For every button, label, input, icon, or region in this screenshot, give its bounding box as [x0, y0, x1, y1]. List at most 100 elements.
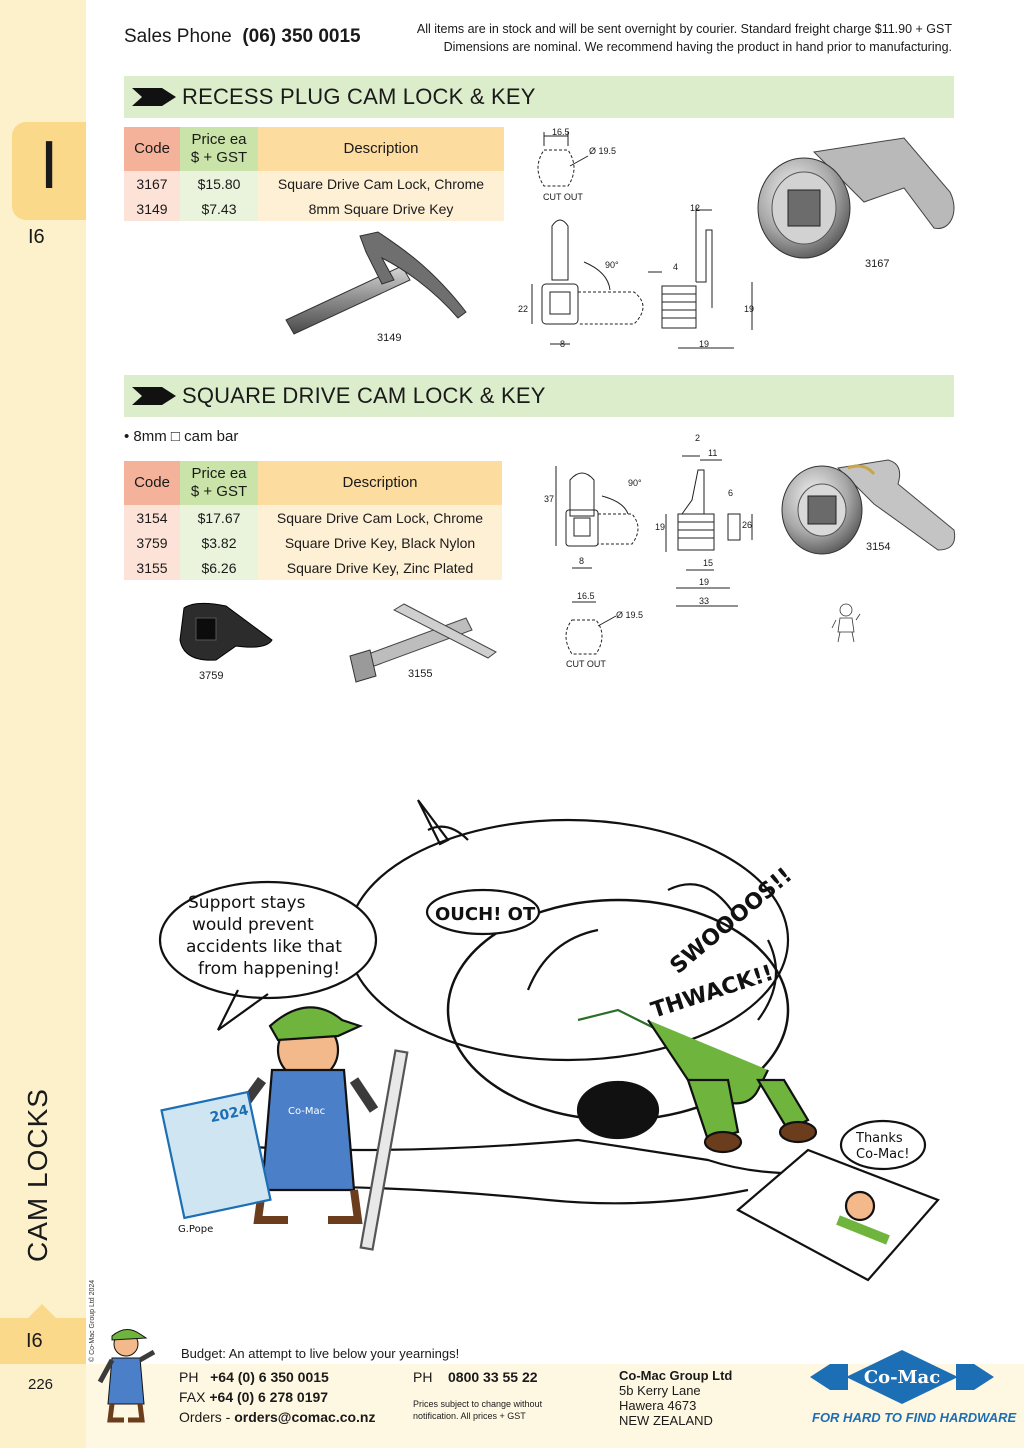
mascot-icon	[97, 1329, 156, 1423]
price-table-recess-plug: Code Price ea $ + GST Description 3167 $…	[124, 127, 504, 221]
key-label: 3149	[377, 332, 402, 344]
address-line: NEW ZEALAND	[619, 1413, 713, 1428]
dim-label: 19	[699, 577, 710, 587]
fax-number[interactable]: +64 (0) 6 278 0197	[209, 1389, 329, 1405]
header-note-line1: All items are in stock and will be sent …	[416, 22, 952, 36]
dim-label: 26	[742, 520, 753, 530]
feature-bullet: • 8mm □ cam bar	[124, 428, 239, 445]
pricing-note: Prices subject to change without notific…	[413, 1398, 542, 1422]
page-number: 226	[28, 1376, 54, 1393]
cell-price: $17.67	[180, 505, 258, 530]
dim-label: 22	[518, 304, 529, 314]
svg-text:accidents like that: accidents like that	[186, 937, 342, 957]
sales-phone-label: Sales Phone	[124, 26, 232, 47]
dim-label: 4	[673, 262, 679, 272]
section-header-square-drive: SQUARE DRIVE CAM LOCK & KEY	[124, 375, 954, 417]
svg-text:from happening!: from happening!	[198, 959, 340, 979]
ph-number[interactable]: +64 (0) 6 350 0015	[210, 1369, 329, 1385]
logo-text: Co-Mac	[864, 1367, 940, 1388]
cell-description: Square Drive Key, Zinc Plated	[258, 555, 502, 580]
cell-code: 3149	[124, 196, 180, 221]
cell-price: $6.26	[180, 555, 258, 580]
dim-label: 11	[708, 448, 718, 458]
dim-label: 19	[655, 522, 666, 532]
cell-description: Square Drive Cam Lock, Chrome	[258, 171, 504, 196]
cell-code: 3759	[124, 530, 180, 555]
cell-description: 8mm Square Drive Key	[258, 196, 504, 221]
comac-logo[interactable]: Co-Mac	[808, 1348, 996, 1406]
address-block: Co-Mac Group Ltd 5b Kerry Lane Hawera 46…	[619, 1368, 732, 1428]
zinc-key-image	[349, 603, 497, 683]
dim-label: 19	[744, 304, 755, 314]
dim-label: Ø 19.5	[616, 610, 644, 620]
sidebar	[0, 0, 86, 1448]
table-row: 3149 $7.43 8mm Square Drive Key	[124, 196, 504, 221]
dim-label: 33	[699, 596, 710, 606]
svg-text:G.Pope: G.Pope	[178, 1224, 213, 1235]
dim-label: 16.5	[577, 591, 595, 601]
svg-text:Co-Mac!: Co-Mac!	[856, 1147, 910, 1162]
speech-bubble-left-line1: Support stays	[188, 893, 306, 913]
section-tab[interactable]: I	[12, 122, 86, 220]
fax-label: FAX	[179, 1389, 206, 1405]
freephone-block: PH 0800 33 55 22	[413, 1367, 538, 1387]
square-drive-lock-image	[781, 459, 956, 555]
svg-text:2024: 2024	[209, 1102, 251, 1126]
price-table-square-drive: Code Price ea $ + GST Description 3154 $…	[124, 461, 502, 580]
address-line: 5b Kerry Lane	[619, 1383, 701, 1398]
cell-code: 3167	[124, 171, 180, 196]
col-header-description: Description	[258, 127, 504, 171]
svg-text:Thanks: Thanks	[855, 1131, 903, 1146]
nylon-key-image	[179, 602, 273, 661]
header-note-line2: Dimensions are nominal. We recommend hav…	[443, 40, 952, 54]
cell-price: $15.80	[180, 171, 258, 196]
table-row: 3155 $6.26 Square Drive Key, Zinc Plated	[124, 555, 502, 580]
freephone-number[interactable]: 0800 33 55 22	[448, 1369, 538, 1385]
col-header-price: Price ea $ + GST	[180, 127, 258, 171]
mini-character-icon	[831, 603, 861, 643]
dim-label: 8	[560, 339, 566, 349]
cell-price: $3.82	[180, 530, 258, 555]
section-title: RECESS PLUG CAM LOCK & KEY	[182, 84, 536, 109]
cartoon-illustration: Support stays would prevent accidents li…	[158, 799, 940, 1282]
company-name: Co-Mac Group Ltd	[619, 1368, 733, 1383]
arrow-right-icon	[132, 88, 176, 106]
dim-label: 19	[699, 339, 710, 349]
table-row: 3167 $15.80 Square Drive Cam Lock, Chrom…	[124, 171, 504, 196]
nylon-key-label: 3759	[199, 670, 224, 682]
section-code: I6	[28, 226, 45, 248]
dim-label: 37	[544, 494, 555, 504]
cam-lock-image	[757, 137, 955, 259]
recess-plug-dimension-drawing	[531, 132, 753, 349]
footer-quote: Budget: An attempt to live below your ye…	[181, 1346, 460, 1361]
orders-email-link[interactable]: orders@comac.co.nz	[234, 1409, 376, 1425]
col-header-description: Description	[258, 461, 502, 505]
table-row: 3154 $17.67 Square Drive Cam Lock, Chrom…	[124, 505, 502, 530]
square-drive-dimension-drawing	[555, 455, 753, 655]
svg-text:would prevent: would prevent	[192, 915, 314, 935]
col-header-price: Price ea $ + GST	[180, 461, 258, 505]
dim-label: 90°	[605, 260, 619, 270]
section-title: SQUARE DRIVE CAM LOCK & KEY	[182, 383, 546, 408]
cell-code: 3155	[124, 555, 180, 580]
dim-label: 2	[695, 433, 701, 443]
dim-label: 12	[690, 203, 701, 213]
bottom-tab[interactable]: I6	[0, 1304, 86, 1364]
cutout-label: CUT OUT	[543, 192, 583, 202]
section-title-vertical: CAM LOCKS	[22, 1088, 53, 1262]
header-note: All items are in stock and will be sent …	[417, 20, 952, 56]
sales-phone: Sales Phone (06) 350 0015	[124, 26, 361, 48]
table-row: 3759 $3.82 Square Drive Key, Black Nylon	[124, 530, 502, 555]
price-header-line1: Price ea	[191, 465, 247, 482]
sales-phone-number[interactable]: (06) 350 0015	[242, 26, 361, 47]
dim-label: 90°	[628, 478, 642, 488]
ph-label: PH	[179, 1369, 199, 1385]
cell-description: Square Drive Key, Black Nylon	[258, 530, 502, 555]
svg-text:Co-Mac: Co-Mac	[288, 1106, 325, 1117]
col-header-code: Code	[124, 461, 180, 505]
dim-label: 8	[579, 556, 585, 566]
arrow-right-icon	[132, 387, 176, 405]
lock-label: 3154	[866, 541, 891, 553]
zinc-key-label: 3155	[408, 668, 433, 680]
svg-text:SWOOOOS!!: SWOOOOS!!	[666, 863, 798, 979]
